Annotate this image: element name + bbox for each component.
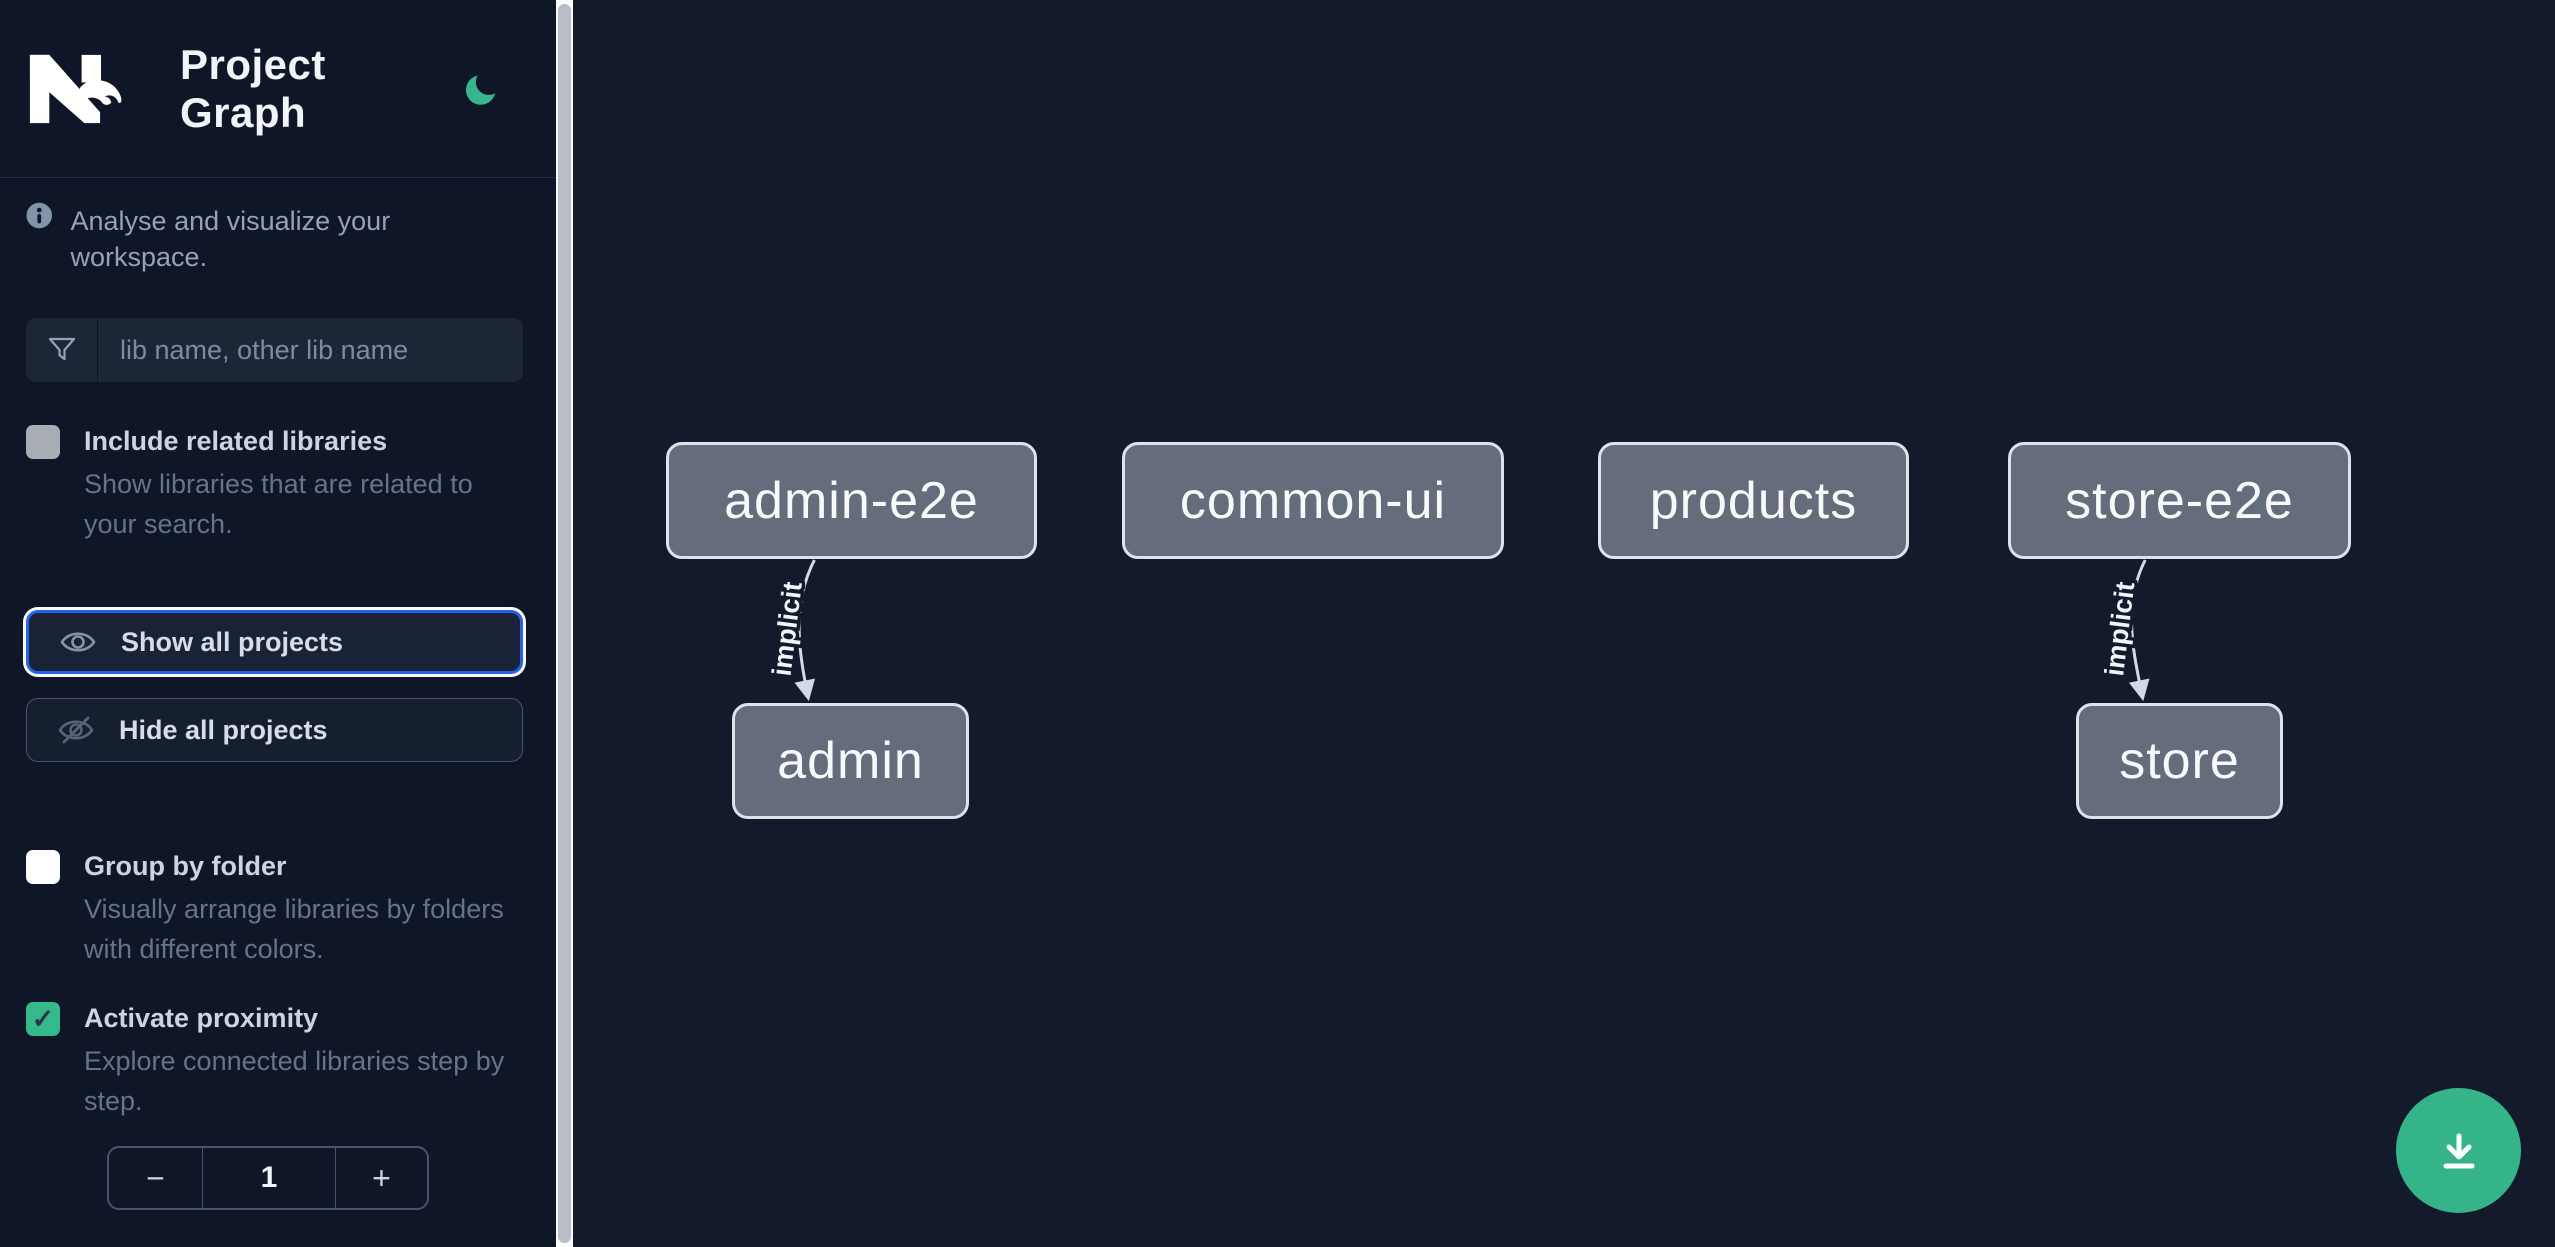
theme-toggle-moon-icon[interactable]: [461, 67, 504, 111]
option-group-by-folder: Group by folder Visually arrange librari…: [26, 848, 526, 969]
include-related-label: Include related libraries: [84, 426, 388, 456]
proximity-increment-button[interactable]: +: [372, 1159, 391, 1196]
graph-edge-admin-e2e-admin: [794, 559, 816, 702]
option-include-related: Include related libraries Show libraries…: [26, 423, 526, 544]
eye-icon: [60, 632, 96, 652]
graph-node-store-e2e[interactable]: store-e2e: [2008, 442, 2351, 559]
group-by-folder-checkbox[interactable]: [26, 850, 60, 884]
sidebar-header: Project Graph: [0, 0, 556, 178]
download-graph-button[interactable]: [2396, 1088, 2521, 1213]
graph-edge-store-e2e-store: [2128, 559, 2150, 702]
project-filter-box: [26, 318, 523, 382]
graph-node-admin-e2e[interactable]: admin-e2e: [666, 442, 1037, 559]
download-icon: [2443, 1133, 2474, 1168]
nx-logo-icon: [29, 54, 122, 123]
graph-node-admin[interactable]: admin: [732, 703, 969, 819]
include-related-checkbox[interactable]: [26, 425, 60, 459]
option-activate-proximity: Activate proximity Explore connected lib…: [26, 1000, 526, 1121]
proximity-depth-stepper: − 1 +: [107, 1146, 429, 1210]
eye-off-icon: [58, 716, 94, 744]
page-title: Project Graph: [180, 40, 326, 136]
group-by-folder-description: Visually arrange libraries by folders wi…: [84, 894, 504, 964]
graph-node-store[interactable]: store: [2076, 703, 2283, 819]
hide-all-projects-label: Hide all projects: [119, 714, 328, 745]
edge-label-store-e2e-store: implicit: [2099, 580, 2140, 677]
proximity-depth-value: 1: [202, 1148, 336, 1208]
info-icon: [26, 202, 53, 229]
option-text: Group by folder Visually arrange librari…: [84, 848, 526, 969]
show-all-projects-label: Show all projects: [121, 626, 344, 657]
graph-node-common-ui[interactable]: common-ui: [1122, 442, 1504, 559]
option-text: Activate proximity Explore connected lib…: [84, 1000, 526, 1121]
sidebar: Project Graph Analyse and visualize your…: [0, 0, 556, 1247]
hide-all-projects-button[interactable]: Hide all projects: [26, 698, 523, 762]
workspace-info-text: Analyse and visualize your workspace.: [70, 206, 391, 272]
show-all-projects-button[interactable]: Show all projects: [26, 610, 523, 674]
option-text: Include related libraries Show libraries…: [84, 423, 526, 544]
workspace-info-row: Analyse and visualize your workspace.: [26, 202, 526, 275]
activate-proximity-checkbox[interactable]: [26, 1002, 60, 1036]
graph-node-products[interactable]: products: [1598, 442, 1909, 559]
sidebar-scrollbar-thumb[interactable]: [558, 4, 571, 1243]
include-related-description: Show libraries that are related to your …: [84, 469, 473, 539]
activate-proximity-label: Activate proximity: [84, 1003, 319, 1033]
filter-projects-input[interactable]: [98, 318, 523, 382]
activate-proximity-description: Explore connected libraries step by step…: [84, 1046, 505, 1116]
group-by-folder-label: Group by folder: [84, 851, 287, 881]
sidebar-scrollbar-track: [556, 0, 573, 1247]
proximity-decrement-button[interactable]: −: [146, 1159, 165, 1196]
filter-funnel-icon: [26, 318, 98, 382]
